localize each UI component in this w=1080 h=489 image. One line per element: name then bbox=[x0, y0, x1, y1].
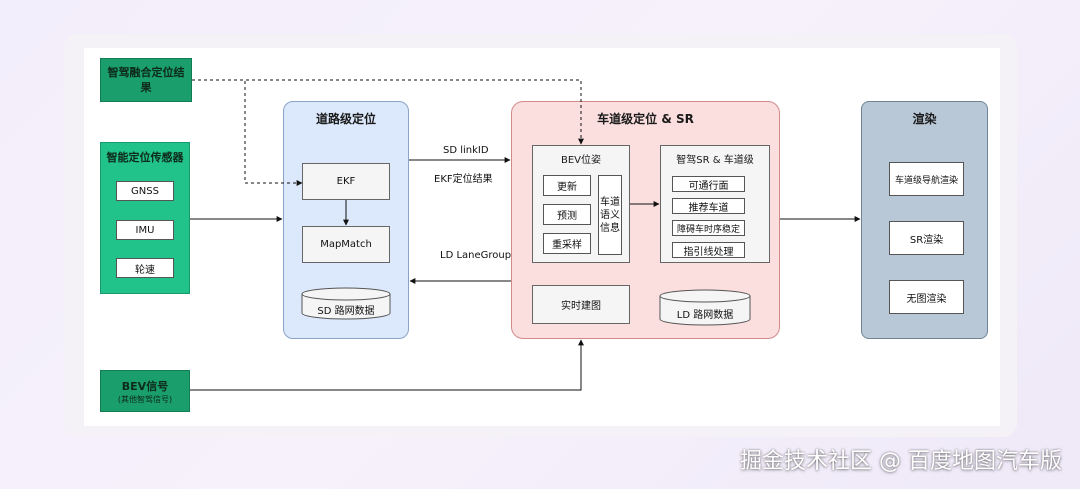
sr-guideline-box: 指引线处理 bbox=[672, 242, 745, 258]
edge-label-ld-lanegroup: LD LaneGroup bbox=[440, 250, 512, 261]
render-lane-nav-box: 车道级导航渲染 bbox=[889, 162, 964, 196]
ekf-box: EKF bbox=[302, 163, 390, 200]
sensor-title: 智能定位传感器 bbox=[106, 151, 184, 164]
edge-label-sd-linkid: SD linkID bbox=[443, 145, 489, 156]
sensor-group: 智能定位传感器 bbox=[100, 142, 190, 294]
bev-predict-box: 预测 bbox=[543, 204, 591, 225]
road-level-title: 道路级定位 bbox=[315, 112, 376, 126]
sr-drivable-box: 可通行面 bbox=[672, 176, 745, 192]
fusion-result-box: 智驾融合定位结 果 bbox=[100, 58, 192, 102]
fusion-result-line2: 果 bbox=[140, 81, 152, 94]
lane-semantic-box: 车道 语义 信息 bbox=[598, 175, 622, 255]
bev-resample-box: 重采样 bbox=[543, 233, 591, 254]
bev-signal-subtitle: (其他智驾信号) bbox=[117, 394, 173, 404]
render-sr-box: SR渲染 bbox=[889, 221, 964, 255]
ld-db-label: LD 路网数据 bbox=[676, 310, 734, 321]
fusion-result-line1: 智驾融合定位结 bbox=[107, 66, 185, 79]
bev-update-box: 更新 bbox=[543, 175, 591, 196]
render-mapless-box: 无图渲染 bbox=[889, 280, 964, 314]
sr-obstacle-stable-box: 障碍车时序稳定 bbox=[672, 220, 745, 236]
sensor-imu: IMU bbox=[116, 220, 174, 240]
bev-signal-title: BEV信号 bbox=[121, 379, 169, 393]
sr-lane-title: 智驾SR & 车道级 bbox=[676, 155, 754, 166]
watermark: 掘金技术社区 @ 百度地图汽车版 bbox=[740, 449, 1062, 474]
edge-label-ekf-result: EKF定位结果 bbox=[434, 174, 493, 185]
bev-signal-box: BEV信号 (其他智驾信号) bbox=[100, 370, 190, 412]
sensor-gnss: GNSS bbox=[116, 181, 174, 201]
sr-recommended-lane-box: 推荐车道 bbox=[672, 198, 745, 214]
realtime-mapping-box: 实时建图 bbox=[532, 285, 630, 324]
lane-semantic-line3: 信息 bbox=[600, 222, 620, 234]
sd-db-label: SD 路网数据 bbox=[317, 306, 375, 317]
lane-level-title: 车道级定位 & SR bbox=[597, 112, 694, 126]
lane-semantic-line2: 语义 bbox=[600, 209, 620, 221]
render-title: 渲染 bbox=[912, 112, 937, 126]
mapmatch-box: MapMatch bbox=[302, 226, 390, 263]
sensor-wheel-speed: 轮速 bbox=[116, 258, 174, 278]
lane-semantic-line1: 车道 bbox=[600, 196, 620, 208]
bev-pose-title: BEV位姿 bbox=[560, 155, 602, 166]
